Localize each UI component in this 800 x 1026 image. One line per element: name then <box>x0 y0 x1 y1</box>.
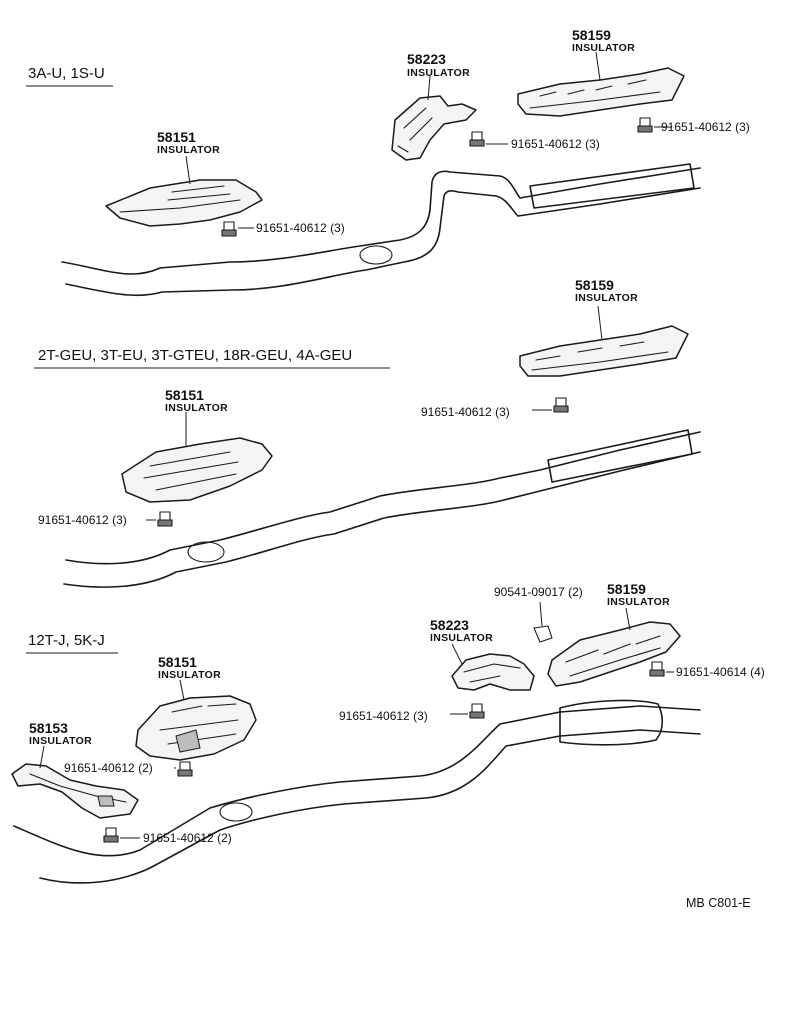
exhaust-pipe-2 <box>63 429 701 588</box>
part-number: 58159 <box>572 27 611 43</box>
section-title-1: 3A-U, 1S-U <box>28 65 105 82</box>
section-12t-j-5k-j: 12T-J, 5K-J 58223 INSULATOR 58159 INSULA… <box>11 581 765 884</box>
insulator-58151-section1: 58151 INSULATOR <box>105 129 263 227</box>
bolt-label: 91651-40612 (3) <box>38 513 127 527</box>
bolt-label: 91651-40612 (2) <box>143 831 232 845</box>
part-number: 58151 <box>157 129 196 145</box>
bolt-label: 91651-40612 (3) <box>256 221 345 235</box>
bolt-callout: 91651-40612 (2) <box>103 827 232 845</box>
section-title-3: 12T-J, 5K-J <box>28 632 105 649</box>
part-name: INSULATOR <box>575 292 638 304</box>
bolt-label: 91651-40614 (4) <box>676 665 765 679</box>
bolt-label: 91651-40612 (3) <box>511 137 600 151</box>
part-name: INSULATOR <box>407 67 470 79</box>
part-name: INSULATOR <box>165 402 228 414</box>
bolt-callout: 91651-40612 (3) <box>221 221 345 237</box>
clip-callout: 90541-09017 (2) <box>494 585 583 643</box>
part-name: INSULATOR <box>607 596 670 608</box>
part-name: INSULATOR <box>157 144 220 156</box>
part-number: 58159 <box>607 581 646 597</box>
section-2t-geu-group: 2T-GEU, 3T-EU, 3T-GTEU, 18R-GEU, 4A-GEU … <box>34 277 701 588</box>
bolt-callout: 91651-40612 (3) <box>339 703 485 723</box>
bolt-callout: 91651-40612 (2) <box>64 761 193 777</box>
part-number: 58151 <box>158 654 197 670</box>
insulator-58223-section1: 58223 INSULATOR <box>391 51 477 161</box>
insulator-58159-section1: 58159 INSULATOR <box>517 27 685 117</box>
section-title-2: 2T-GEU, 3T-EU, 3T-GTEU, 18R-GEU, 4A-GEU <box>38 347 352 364</box>
insulator-58151-section3: 58151 INSULATOR <box>135 654 257 761</box>
part-name: INSULATOR <box>158 669 221 681</box>
part-name: INSULATOR <box>29 735 92 747</box>
bolt-label: 91651-40612 (2) <box>64 761 153 775</box>
diagram-code: MB C801-E <box>686 896 751 910</box>
part-number: 58223 <box>430 617 469 633</box>
bolt-label: 91651-40612 (3) <box>339 709 428 723</box>
part-number: 58153 <box>29 720 68 736</box>
insulator-58159-section2: 58159 INSULATOR <box>519 277 689 377</box>
part-number: 58223 <box>407 51 446 67</box>
bolt-label: 91651-40612 (3) <box>661 120 750 134</box>
exhaust-pipe-3 <box>13 699 701 884</box>
bolt-callout: 91651-40612 (3) <box>421 397 569 419</box>
part-number: 58151 <box>165 387 204 403</box>
part-name: INSULATOR <box>572 42 635 54</box>
part-number: 58159 <box>575 277 614 293</box>
part-name: INSULATOR <box>430 632 493 644</box>
bolt-callout: 91651-40614 (4) <box>649 661 765 679</box>
bolt-callout: 91651-40612 (3) <box>637 117 750 134</box>
insulator-58223-section3: 58223 INSULATOR <box>430 617 535 691</box>
insulator-58153-section3: 58153 INSULATOR <box>11 720 139 819</box>
insulator-58151-section2: 58151 INSULATOR <box>121 387 273 503</box>
exhaust-pipe-1 <box>61 163 701 297</box>
bolt-callout: 91651-40612 (3) <box>38 511 173 527</box>
bolt-callout: 91651-40612 (3) <box>469 131 600 151</box>
section-3a-u-1s-u: 3A-U, 1S-U 58223 INSULATOR 58159 INSULAT… <box>26 27 750 297</box>
bolt-label: 91651-40612 (3) <box>421 405 510 419</box>
bolt-label: 90541-09017 (2) <box>494 585 583 599</box>
insulator-58159-section3: 58159 INSULATOR <box>547 581 681 687</box>
